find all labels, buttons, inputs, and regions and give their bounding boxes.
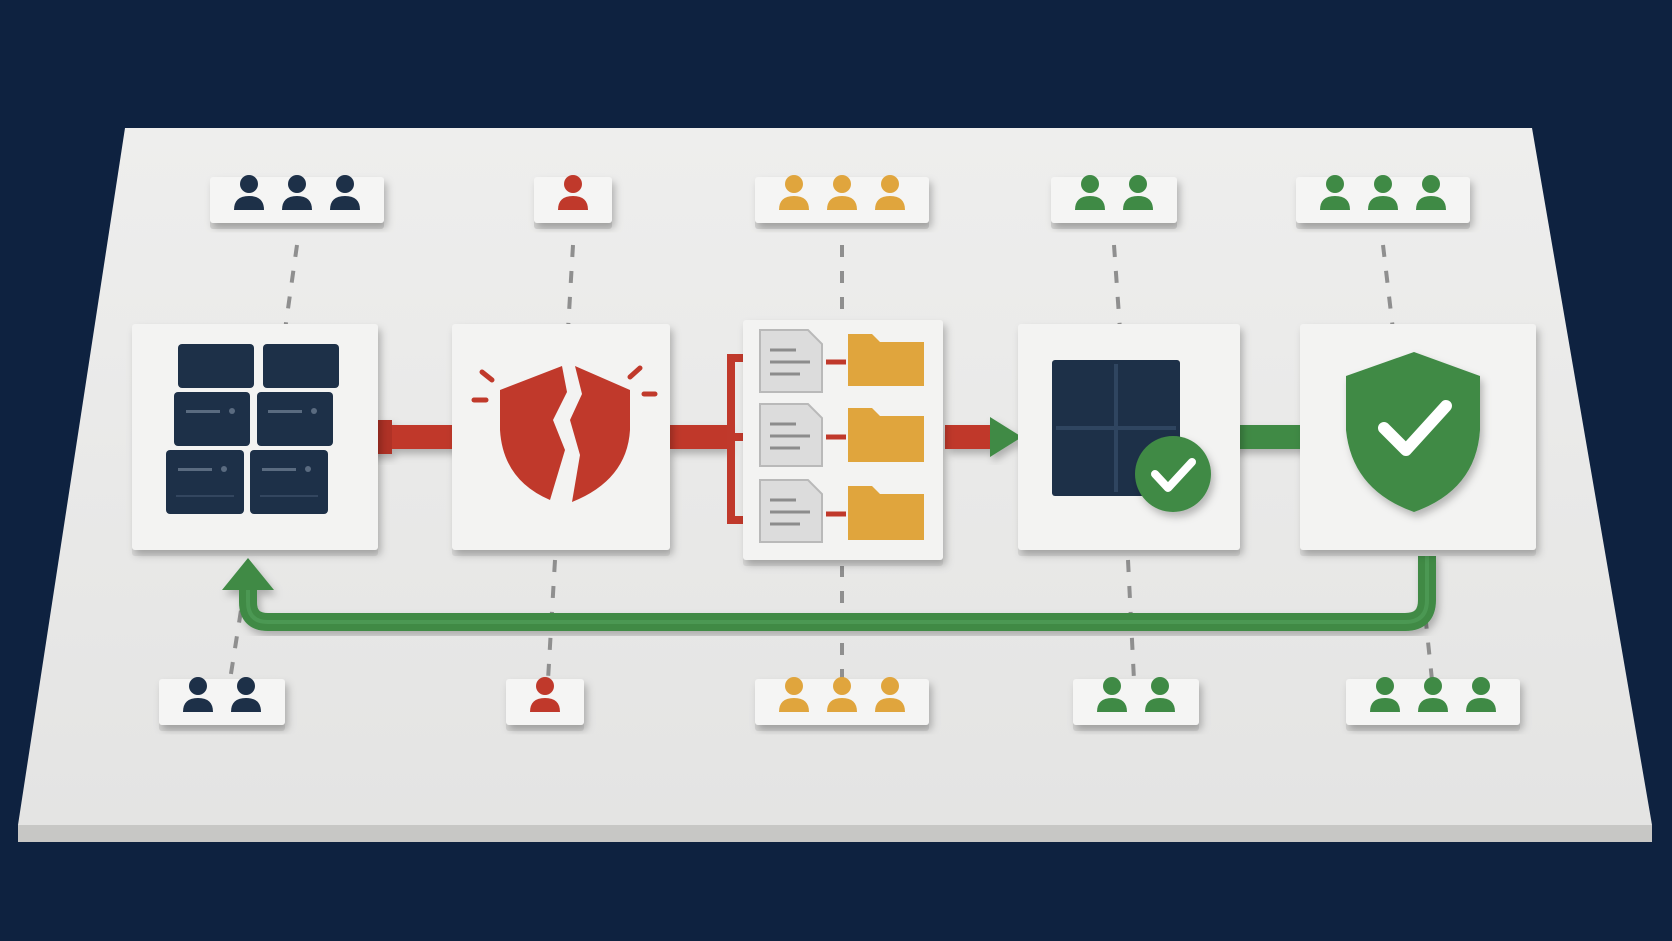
broken-shield-icon: [471, 365, 658, 502]
person-icon: [1418, 677, 1448, 712]
team-badge-bottom-servers: [159, 677, 285, 731]
team-badge-top-files: [755, 175, 929, 229]
check-icon: [1378, 400, 1452, 456]
team-badge-bottom-files: [755, 677, 929, 731]
person-icon: [231, 677, 261, 712]
team-badge-top-servers: [210, 175, 384, 229]
person-icon: [1368, 175, 1398, 210]
person-icon: [330, 175, 360, 210]
person-icon: [1320, 175, 1350, 210]
person-icon: [530, 677, 560, 712]
person-icon: [1416, 175, 1446, 210]
shield-check-icon: [1346, 352, 1480, 512]
loop-arrowhead-icon: [222, 558, 274, 590]
stage-breach: [452, 324, 670, 556]
person-icon: [234, 175, 264, 210]
stage-servers: [132, 324, 378, 556]
team-badge-bottom-secure: [1346, 677, 1520, 731]
person-icon: [875, 677, 905, 712]
feedback-loop: [222, 552, 1436, 631]
person-icon: [282, 175, 312, 210]
person-icon: [827, 175, 857, 210]
documents-folders-icon: [759, 329, 924, 543]
link-restore-secure: [1232, 425, 1310, 449]
person-icon: [779, 175, 809, 210]
team-badges: [159, 175, 1520, 731]
team-badge-top-secure: [1296, 175, 1470, 229]
person-icon: [1145, 677, 1175, 712]
person-icon: [1075, 175, 1105, 210]
connector-line: [228, 584, 247, 681]
person-icon: [183, 677, 213, 712]
team-badge-top-restore: [1051, 175, 1177, 229]
person-icon: [558, 175, 588, 210]
stage-secure: [1300, 324, 1536, 556]
team-badge-top-breach: [534, 175, 612, 229]
person-icon: [1370, 677, 1400, 712]
person-icon: [875, 175, 905, 210]
person-icon: [779, 677, 809, 712]
link-files-restore: [945, 425, 995, 449]
person-icon: [827, 677, 857, 712]
folder-icon: [848, 334, 924, 386]
grid-check-icon: [1052, 360, 1211, 512]
document-icon: [759, 403, 823, 467]
check-icon: [1151, 458, 1196, 492]
team-badge-bottom-restore: [1073, 677, 1199, 731]
person-icon: [1466, 677, 1496, 712]
document-icon: [759, 329, 823, 393]
link-arrowhead-icon: [990, 417, 1022, 457]
person-icon: [1097, 677, 1127, 712]
folder-icon: [848, 486, 924, 540]
stage-restore: [1018, 324, 1240, 556]
person-icon: [1123, 175, 1153, 210]
stage-files: [743, 320, 943, 566]
link-breach-files: [668, 425, 728, 449]
folder-icon: [848, 408, 924, 462]
document-icon: [759, 479, 823, 543]
server-stack-icon: [166, 344, 339, 514]
team-badge-bottom-breach: [506, 677, 584, 731]
